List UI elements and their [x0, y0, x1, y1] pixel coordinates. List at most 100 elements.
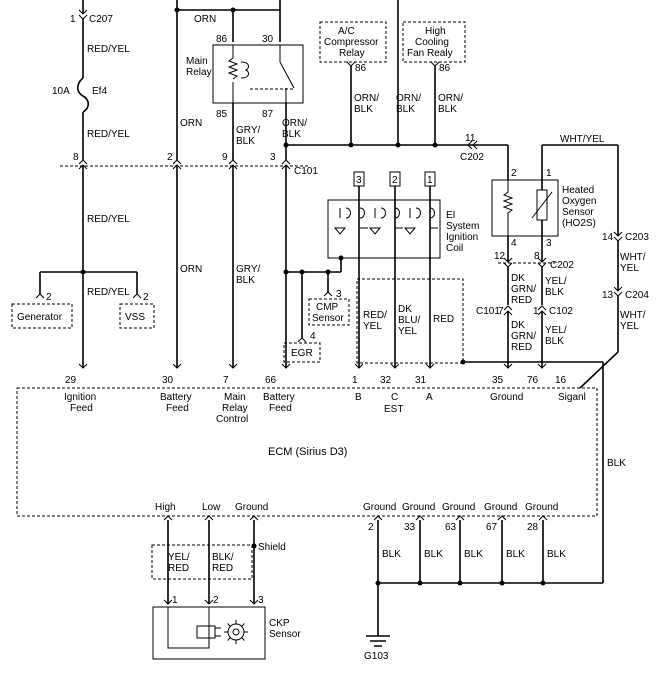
fuse-name-label: Ef4 — [92, 86, 107, 97]
ac-relay-box — [319, 21, 387, 63]
wire-label-orn: ORN/ — [438, 93, 463, 104]
coil-label-1: EI — [446, 210, 455, 221]
pin-label: 87 — [262, 109, 274, 120]
connector-c204-label: C204 — [625, 290, 649, 301]
wire-label: RED — [168, 563, 189, 574]
generator-label: Generator — [17, 312, 63, 323]
ecm-pin-label: Relay — [222, 403, 248, 414]
pin-label: 85 — [216, 109, 228, 120]
wire-label: YEL/ — [168, 552, 190, 563]
pin-31-label: 31 — [415, 375, 427, 386]
ckp-pole-icon — [215, 627, 221, 637]
pin-label: 86 — [216, 34, 228, 45]
wire-label-blk: BLK — [354, 104, 373, 115]
pin-label: 3 — [546, 238, 552, 249]
sensor-variable-mark — [531, 191, 553, 219]
fan-relay-label-1: High — [425, 26, 446, 37]
wire-label-yel-2: YEL — [620, 321, 639, 332]
ecm-pin-label: High — [155, 502, 176, 513]
relay-coil-icon — [227, 45, 239, 103]
pin-label: 86 — [355, 63, 367, 74]
ecm-pin-label: Main — [224, 392, 246, 403]
pin-30-label: 30 — [162, 375, 174, 386]
wire-label: BLU/ — [398, 315, 420, 326]
pin-label: 3 — [336, 289, 342, 300]
pin-label: 2 — [213, 595, 219, 606]
pin-label: 1 — [533, 306, 539, 317]
wire-label: YEL — [363, 321, 382, 332]
generator-box — [11, 303, 73, 329]
cmp-sensor-box — [308, 298, 350, 326]
shield-label: Shield — [258, 542, 286, 553]
wire-label-red-yel-3: RED/YEL — [87, 214, 130, 225]
shield-box — [151, 544, 253, 580]
wire-label: RED/ — [363, 310, 387, 321]
ecm-title: ECM (Sirius D3) — [268, 446, 347, 458]
cmp-label-2: Sensor — [312, 313, 344, 324]
wire-label-gry: GRY/ — [236, 125, 260, 136]
connector-c101-label: C101 — [294, 166, 318, 177]
fan-relay-label-2: Cooling — [415, 37, 449, 48]
pin-16-label: 16 — [555, 375, 567, 386]
wire-signal — [579, 351, 619, 389]
wire-label: RED — [433, 314, 454, 325]
fan-relay-box — [402, 21, 466, 63]
wire-label: DK — [511, 273, 525, 284]
vss-box — [119, 303, 155, 329]
ecm-pin-label: Ground — [490, 392, 523, 403]
wire-label-red-yel-4: RED/YEL — [87, 287, 130, 298]
splice-dot — [338, 255, 344, 261]
connector-c202-label-2: C202 — [550, 260, 574, 271]
coil-label-3: Ignition — [446, 232, 478, 243]
pin-label: 3 — [270, 152, 276, 163]
ho2s-label-2: Oxygen — [562, 196, 596, 207]
wire-label: GRN/ — [511, 284, 536, 295]
pin-label: 3 — [356, 175, 362, 186]
wire-label: BLK — [424, 549, 443, 560]
pin-label: 4 — [310, 331, 316, 342]
fuse-rating-label: 10A — [52, 86, 70, 97]
pin-label: 1 — [70, 14, 76, 25]
pin-label: 2 — [392, 175, 398, 186]
connector-c202-label: C202 — [460, 152, 484, 163]
ho2s-label-1: Heated — [562, 185, 594, 196]
ckp-label-2: Sensor — [269, 629, 301, 640]
wire-label-blk: BLK — [236, 136, 255, 147]
ecm-pin-label: Feed — [269, 403, 292, 414]
coil-icons — [333, 207, 438, 235]
ecm-pin-label: Low — [202, 502, 221, 513]
heater-icon — [502, 180, 514, 236]
pin-label: 2 — [368, 522, 374, 533]
ecm-pin-label: Control — [216, 414, 248, 425]
ecm-pin-mark — [281, 363, 291, 369]
splice-dot — [348, 142, 354, 148]
ecm-pin-label: Ground — [484, 502, 517, 513]
pin-label: 2 — [46, 292, 52, 303]
svg-text:Ground: Ground — [363, 502, 396, 513]
ecm-pin-label: Battery — [160, 392, 192, 403]
wire-label-orn: ORN/ — [282, 118, 307, 129]
wire-label-yel: YEL — [620, 263, 639, 274]
pin-label: 33 — [404, 522, 416, 533]
wire-label-wht-2: WHT/ — [620, 310, 646, 321]
pin-label: 1 — [546, 168, 552, 179]
ecm-pin-label: Ground — [442, 502, 475, 513]
wire-label: RED — [511, 342, 532, 353]
ground-icon — [366, 635, 390, 647]
ecm-pin-label: C — [391, 392, 398, 403]
pin-label: 13 — [602, 290, 614, 301]
pin-7-label: 7 — [223, 375, 229, 386]
pin-label: 2 — [511, 168, 517, 179]
wire-label-orn-2: ORN — [180, 118, 202, 129]
wire-label: GRN/ — [511, 331, 536, 342]
connector-mark — [297, 337, 307, 343]
wire-label: RED — [511, 295, 532, 306]
ho2s-label-3: Sensor — [562, 207, 594, 218]
connector-c101-label-2: C101 — [476, 306, 500, 317]
ecm-pin-mark — [354, 363, 364, 369]
ecm-pin-label: Battery — [263, 392, 295, 403]
connector-c207-label: C207 — [89, 14, 113, 25]
ecm-pin-mark — [172, 363, 182, 369]
ac-relay-label-2: Compressor — [324, 37, 379, 48]
pin-label: 8 — [534, 251, 540, 262]
